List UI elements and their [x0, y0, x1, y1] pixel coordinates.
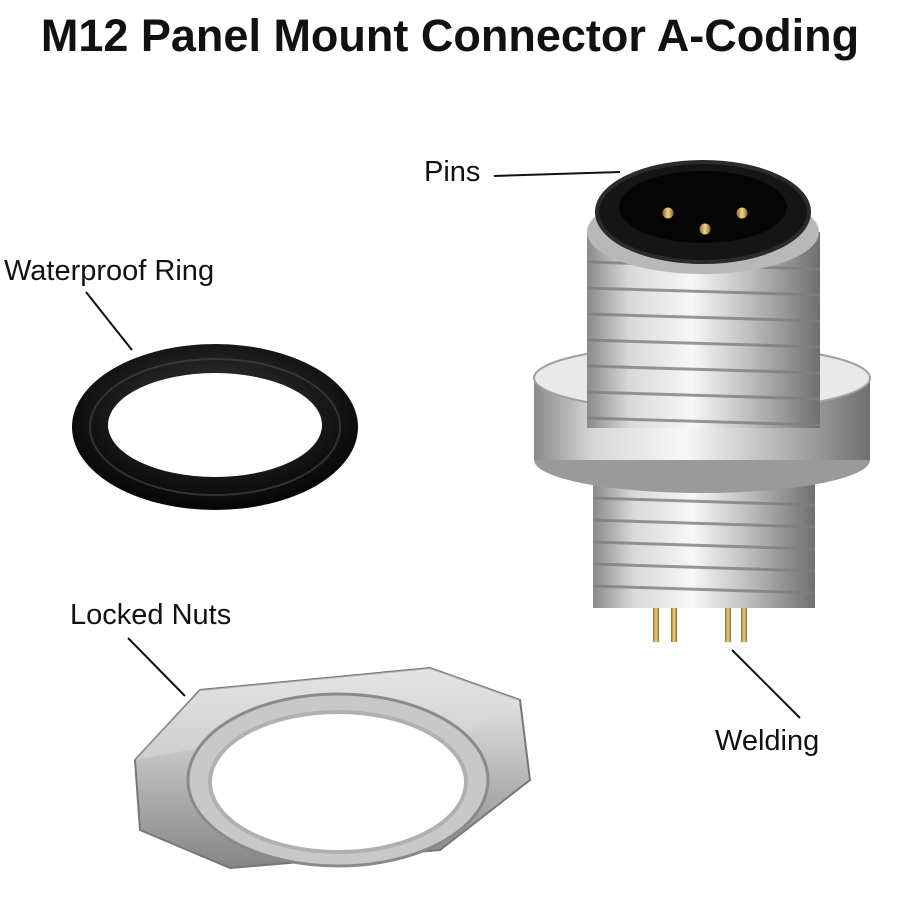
callout-locked-nuts: Locked Nuts: [70, 599, 232, 631]
page-title: M12 Panel Mount Connector A-Coding: [40, 10, 860, 61]
pins-leader-line: [493, 171, 621, 177]
callout-welding: Welding: [715, 725, 820, 757]
ring-leader-line: [85, 291, 133, 351]
m12-connector-icon: [533, 160, 871, 642]
pin-contacts: [662, 207, 748, 235]
lock-nut-icon: [133, 666, 532, 870]
welding-leader-line: [731, 649, 801, 719]
welding-pins: [653, 608, 747, 642]
waterproof-ring-icon: [72, 344, 358, 510]
nuts-leader-line: [127, 637, 186, 697]
callout-pins: Pins: [424, 156, 481, 188]
callout-waterproof-ring: Waterproof Ring: [4, 255, 215, 287]
